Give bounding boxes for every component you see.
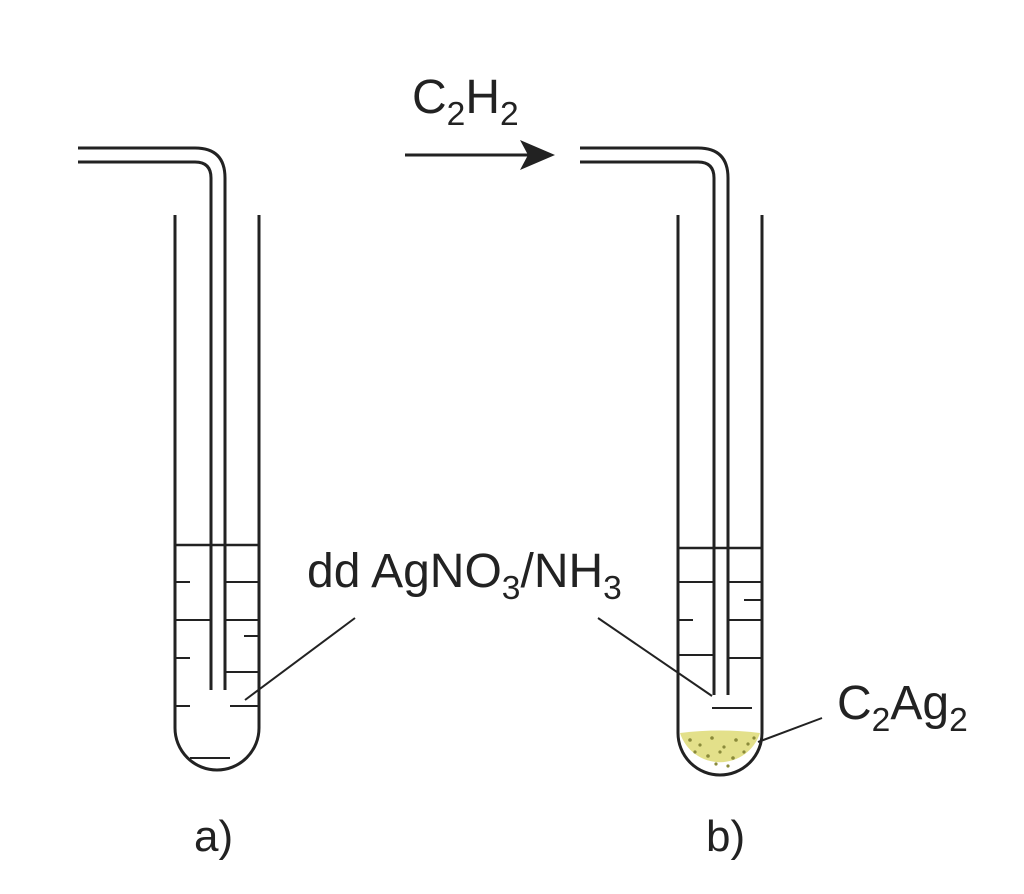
delivery-tube-a-inner	[78, 160, 213, 690]
gas-label-c2h2: C2H2	[412, 71, 519, 133]
panel-label-a: a)	[194, 812, 234, 861]
test-tube-a	[173, 215, 261, 772]
apparatus-a	[78, 146, 261, 772]
apparatus-b	[580, 146, 764, 777]
leader-product	[757, 717, 823, 743]
test-tube-b	[676, 215, 764, 777]
delivery-tube-b-inner	[580, 160, 716, 695]
leader-lines	[244, 617, 823, 743]
tick-marks-b	[678, 581, 762, 709]
precipitate-c2ag2	[680, 730, 760, 763]
leader-reagent-a	[244, 617, 356, 701]
precipitate-texture	[688, 736, 756, 768]
gas-flow-arrow	[405, 140, 555, 170]
leader-reagent-b	[597, 617, 713, 697]
reagent-label: dd AgNO3/NH3	[307, 545, 622, 607]
panel-label-b: b)	[706, 812, 746, 861]
product-label-c2ag2: C2Ag2	[837, 677, 968, 739]
delivery-tube-a-outer	[78, 146, 227, 690]
tick-marks-a	[175, 581, 259, 759]
delivery-tube-b-outer	[580, 146, 730, 695]
